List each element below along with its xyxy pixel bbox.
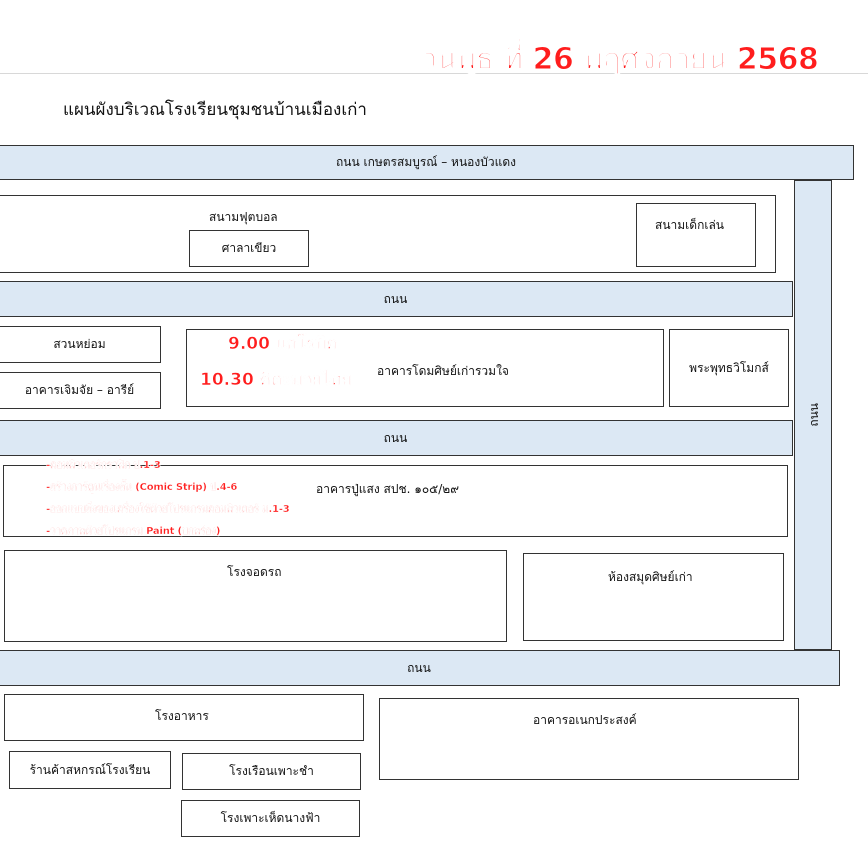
mushroom-house: โรงเพาะเห็ดนางฟ้า [181, 800, 360, 837]
playground-label: สนามเด็กเล่น [655, 218, 724, 232]
garden-label: สวนหย่อม [53, 337, 106, 351]
puplang-building-label: อาคารปู่แสง สปช. ๑๐๕/๒๙ [316, 482, 459, 496]
mushroom-house-label: โรงเพาะเห็ดนางฟ้า [220, 811, 321, 825]
road-right: ถนน [794, 180, 832, 650]
muaythai-annotation: 10.30 คีตะมวยไทย [200, 370, 352, 391]
road-3-label: ถนน [407, 660, 431, 675]
alumni-library-label: ห้องสมุดศิษย์เก่า [608, 570, 693, 584]
garage-label: โรงจอดรถ [227, 565, 282, 579]
road-1: ถนน [0, 281, 793, 317]
activity-3: -ออกแบบสิ่งของเครื่องใช้ด้วยโปรแกรมคอมพิ… [46, 504, 290, 515]
activity-4: -วาดภาพด้วยโปรแกรม Paint (บกพร่อง) [46, 526, 221, 537]
date-annotation: วันพุธ ที่ 26 พฤศจิกายน 2568 [419, 42, 819, 78]
road-2-label: ถนน [383, 430, 408, 445]
nursery-label: โรงเรือนเพาะชำ [229, 764, 314, 778]
map-title: แผนผังบริเวณโรงเรียนชุมชนบ้านเมืองเก่า [63, 100, 367, 120]
road-3: ถนน [0, 650, 840, 686]
garage: โรงจอดรถ [4, 550, 507, 642]
canteen: โรงอาหาร [4, 694, 364, 741]
puplang-building: อาคารปู่แสง สปช. ๑๐๕/๒๙ [3, 465, 788, 537]
playground: สนามเด็กเล่น [636, 203, 756, 267]
buddha-image: พระพุทธวิโมกส์ [669, 329, 789, 407]
aerobic-annotation: 9.00 แอโรบิค [228, 334, 338, 355]
header-divider [0, 73, 868, 74]
canteen-label: โรงอาหาร [155, 709, 209, 723]
road-2: ถนน [0, 420, 793, 456]
multipurpose-building: อาคารอเนกประสงค์ [379, 698, 799, 780]
garden: สวนหย่อม [0, 326, 161, 363]
coop-store-label: ร้านค้าสหกรณ์โรงเรียน [29, 762, 151, 777]
activity-1: -คอมพิวเตอร์กราฟิก ป.1-3 [46, 460, 161, 471]
road-1-label: ถนน [383, 291, 408, 306]
nursery: โรงเรือนเพาะชำ [182, 753, 361, 790]
building-chemchai: อาคารเจิมจัย – อารีย์ [0, 372, 161, 409]
building-chemchai-label: อาคารเจิมจัย – อารีย์ [24, 383, 135, 397]
activity-2: -สร้างการ์ตูนเรื่องสั้น (Comic Strip) ป.… [46, 482, 238, 493]
coop-store: ร้านค้าสหกรณ์โรงเรียน [9, 751, 171, 789]
buddha-image-label: พระพุทธวิโมกส์ [689, 360, 769, 375]
alumni-library: ห้องสมุดศิษย์เก่า [523, 553, 784, 641]
road-right-label: ถนน [806, 403, 821, 427]
green-pavilion: ศาลาเขียว [189, 230, 309, 267]
alumni-dome-building: อาคารโดมศิษย์เก่ารวมใจ [186, 329, 664, 407]
green-pavilion-label: ศาลาเขียว [221, 241, 277, 255]
alumni-dome-building-label: อาคารโดมศิษย์เก่ารวมใจ [377, 364, 509, 378]
football-field-label: สนามฟุตบอล [209, 210, 278, 224]
road-top: ถนน เกษตรสมบูรณ์ – หนองบัวแดง [0, 145, 854, 180]
road-top-label: ถนน เกษตรสมบูรณ์ – หนองบัวแดง [336, 155, 516, 169]
multipurpose-building-label: อาคารอเนกประสงค์ [533, 713, 637, 727]
